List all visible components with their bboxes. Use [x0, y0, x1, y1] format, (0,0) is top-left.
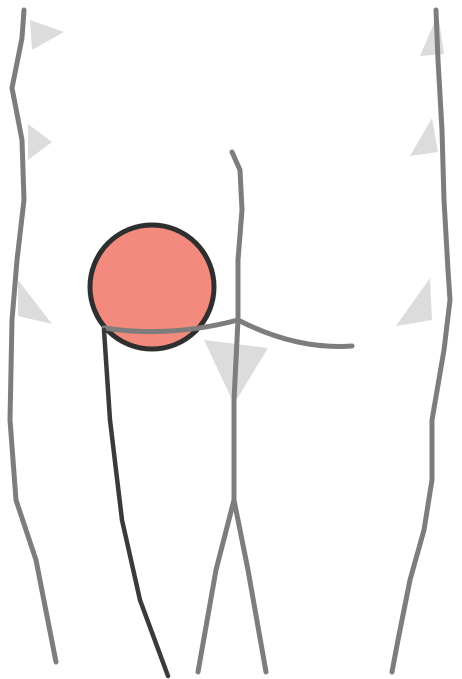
shade-triangle-left-1 — [30, 20, 64, 50]
shade-triangle-right-1 — [420, 14, 444, 56]
tube-line — [104, 330, 168, 676]
inner-leg-left-outline — [198, 152, 242, 672]
shade-triangle-left-3 — [18, 280, 52, 324]
left-body-outline — [10, 10, 56, 662]
inner-leg-right-outline — [234, 500, 266, 672]
shade-triangle-right-2 — [410, 118, 438, 156]
right-body-outline — [392, 10, 450, 672]
shade-triangle-right-3 — [396, 278, 432, 326]
shade-triangle-left-2 — [28, 124, 52, 160]
